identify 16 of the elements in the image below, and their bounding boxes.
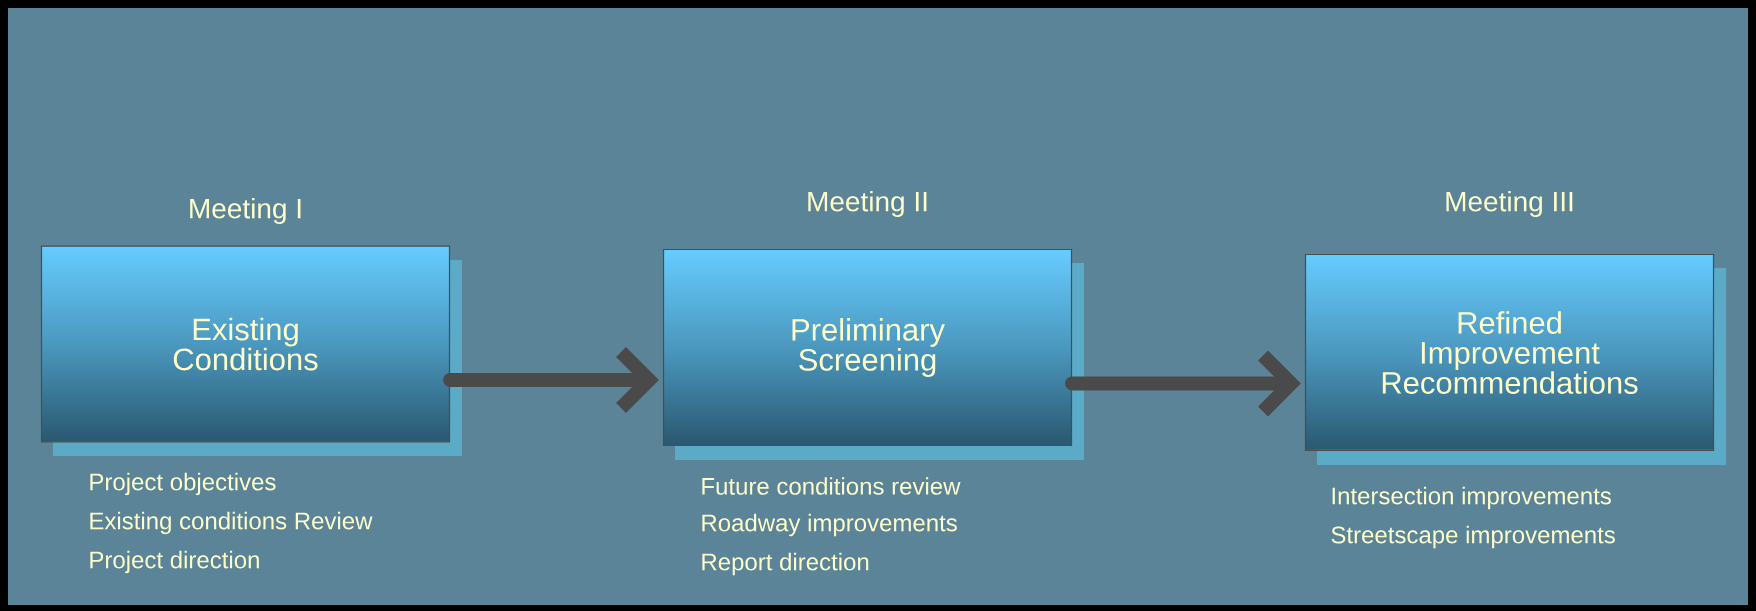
meeting-title: Meeting I bbox=[190, 197, 301, 225]
meeting-title: Meeting III bbox=[1446, 190, 1573, 218]
arrow bbox=[443, 347, 659, 413]
bullet-text: Future conditions review bbox=[702, 477, 961, 495]
process-box: Existing Conditions bbox=[40, 245, 451, 443]
process-box: Preliminary Screening bbox=[662, 248, 1073, 447]
bullet-text: Intersection improvements bbox=[1332, 486, 1611, 510]
meeting-title: Meeting II bbox=[808, 190, 927, 218]
arrow bbox=[1065, 350, 1301, 417]
bullet-text: Existing conditions Review bbox=[90, 511, 373, 535]
process-box: Refined Improvement Recommendations bbox=[1304, 253, 1715, 452]
bullet-text: Project direction bbox=[90, 550, 259, 574]
bullet-text: Project objectives bbox=[90, 472, 276, 496]
bullet-text: Roadway improvements bbox=[702, 513, 957, 537]
bullet-text: Streetscape improvements bbox=[1331, 525, 1615, 549]
bullet-text: Report direction bbox=[702, 552, 869, 576]
